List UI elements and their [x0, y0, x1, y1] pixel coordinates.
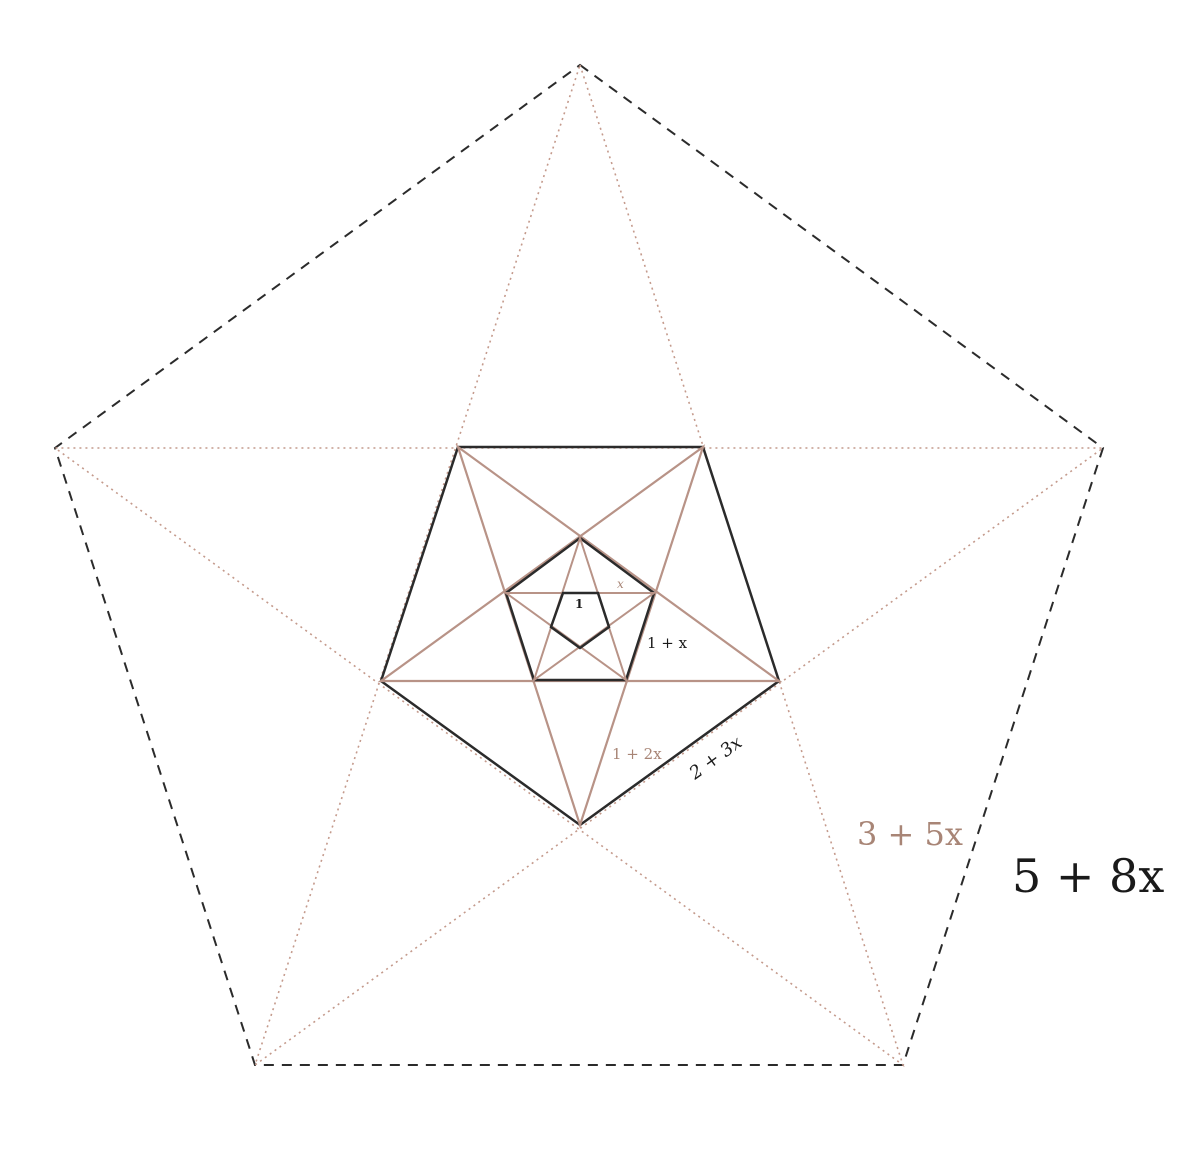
label-2-plus-3x: 2 + 3x [685, 732, 746, 785]
label-x: x [617, 577, 624, 591]
star-1-2x [377, 444, 783, 829]
dotted-star-lines [52, 62, 1106, 1068]
label-5-plus-8x: 5 + 8x [1012, 849, 1164, 903]
label-3-plus-5x: 3 + 5x [857, 815, 963, 853]
label-1-plus-2x: 1 + 2x [612, 745, 662, 763]
outer-dashed-pentagon [53, 63, 1105, 1066]
label-1: 1 [575, 597, 583, 611]
pentagon-1-x [504, 536, 656, 682]
pentagon-2-3x [379, 445, 781, 827]
label-1-plus-x: 1 + x [647, 634, 688, 652]
pentagon-1 [549, 591, 611, 650]
